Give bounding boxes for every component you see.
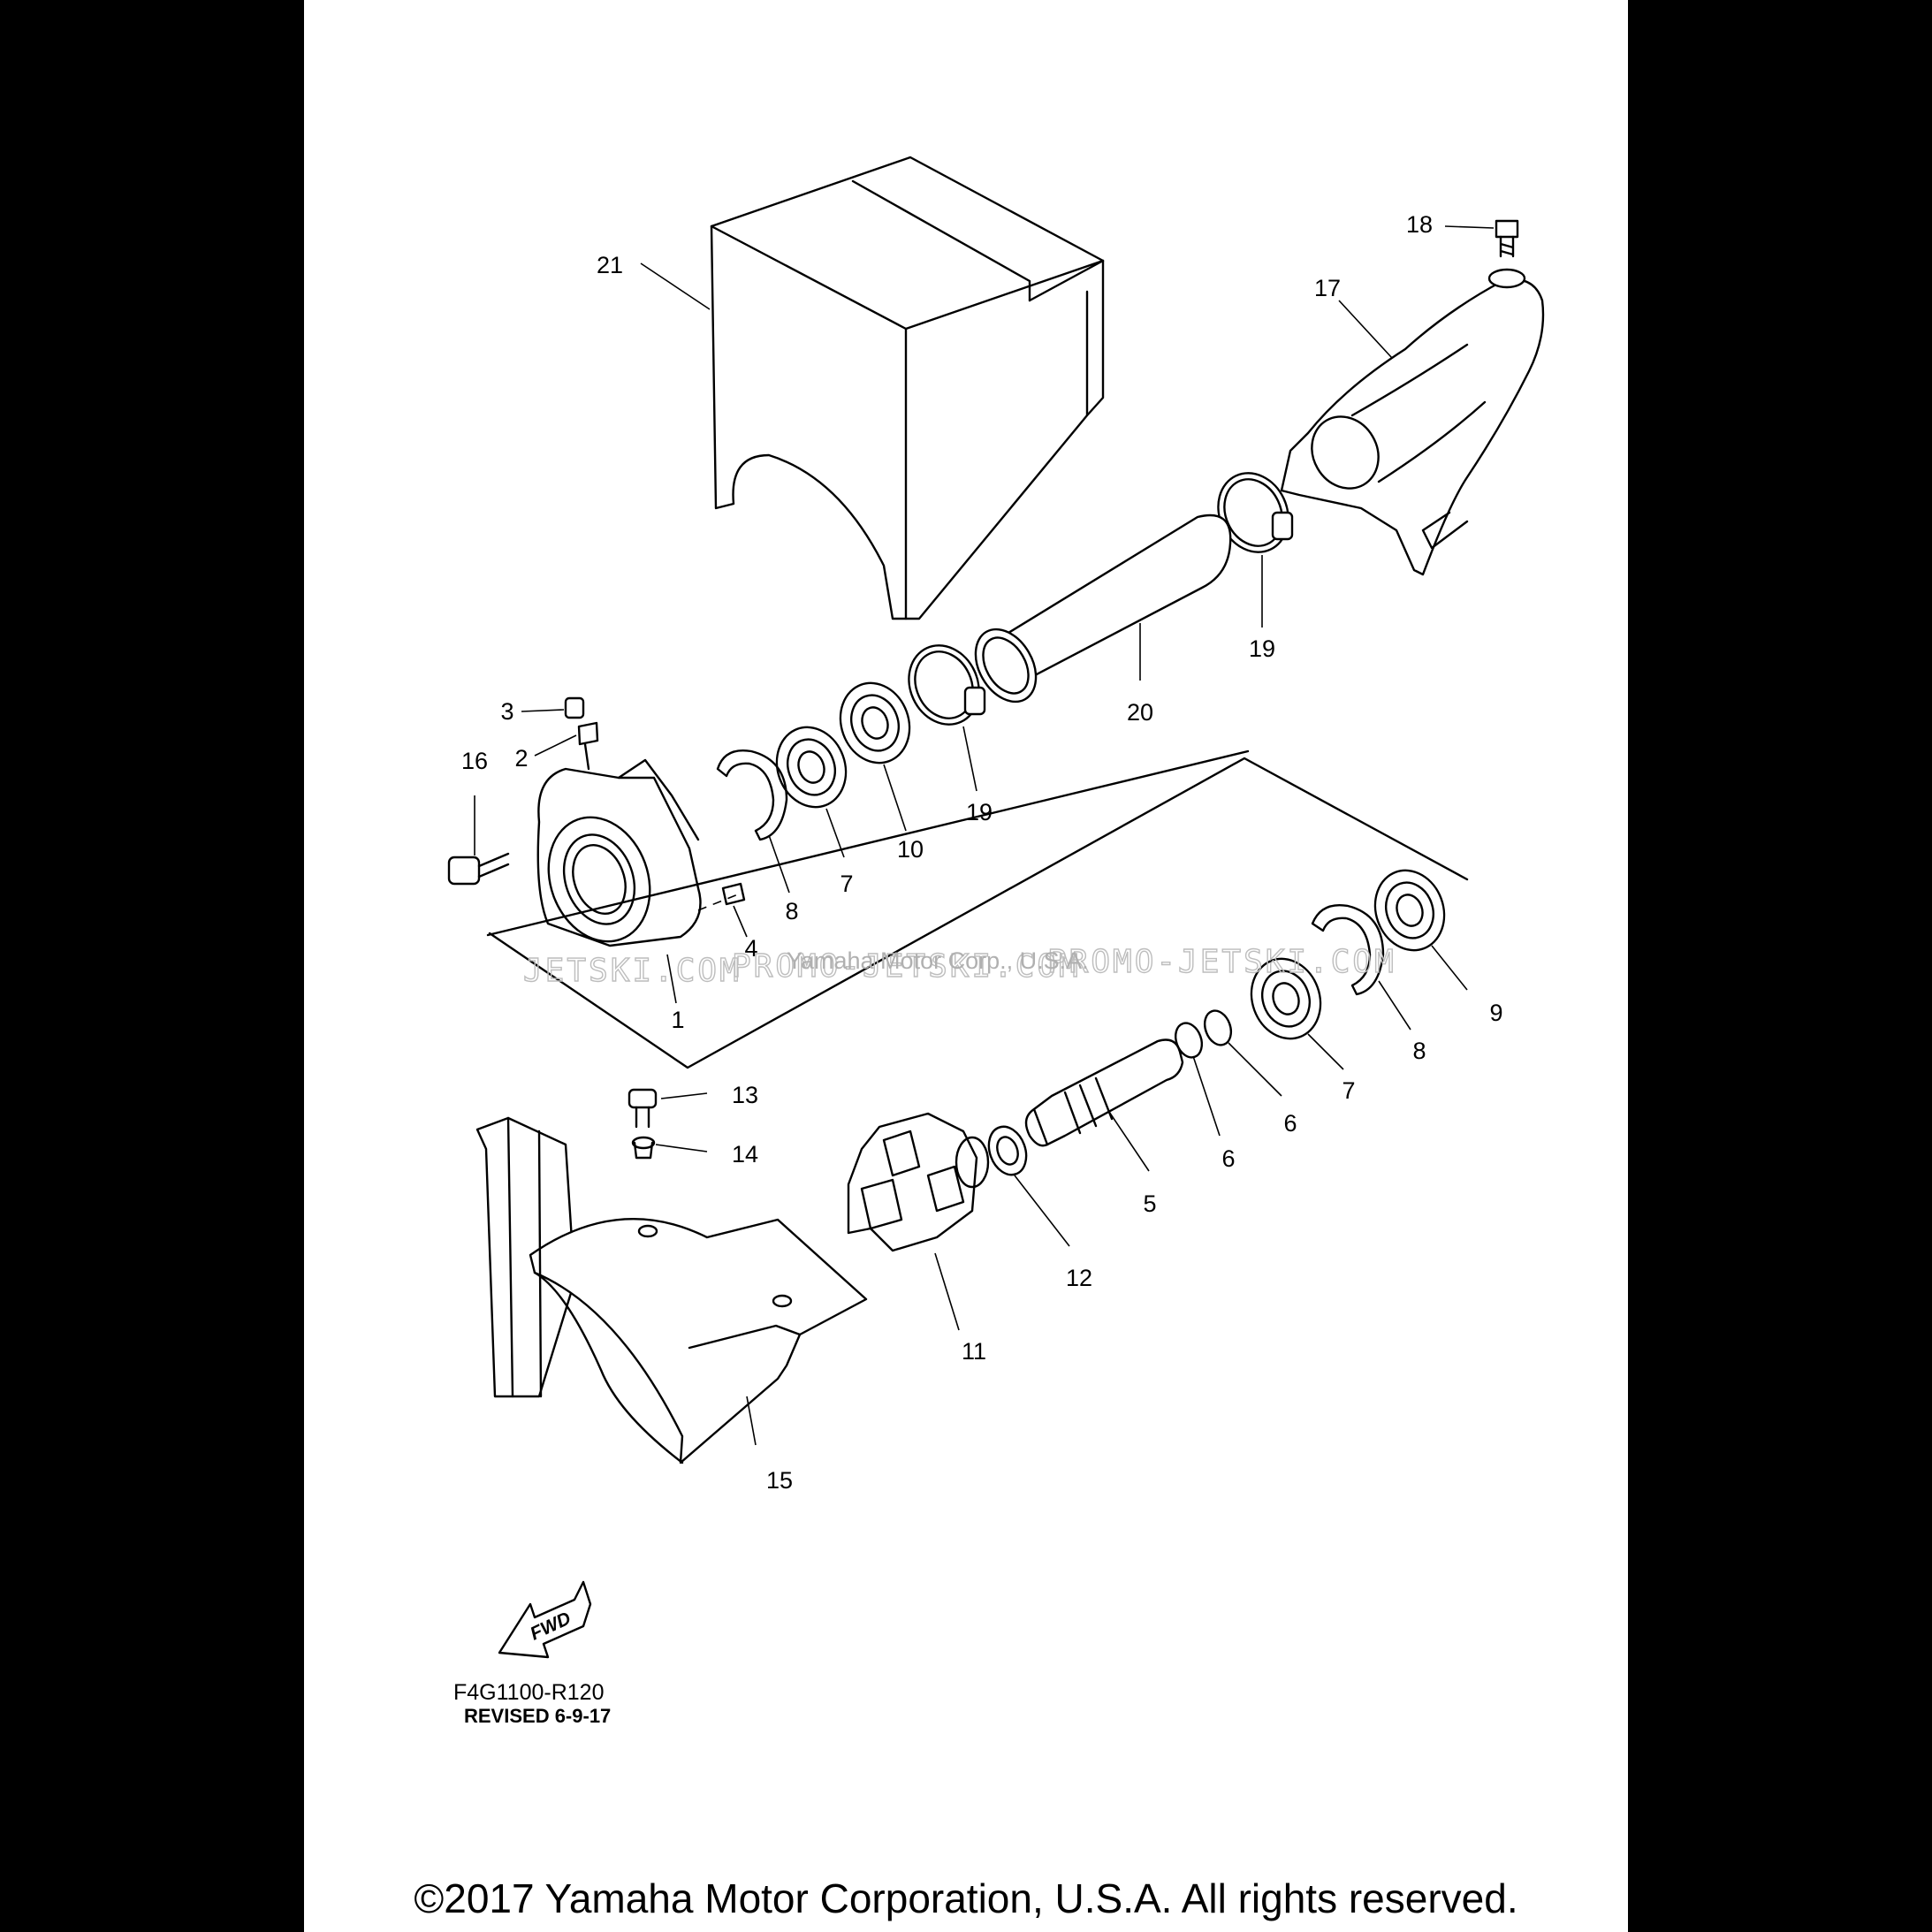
part-number-17: 17 — [1314, 275, 1341, 301]
part-number-2: 2 — [514, 745, 528, 772]
copyright-notice: ©2017 Yamaha Motor Corporation, U.S.A. A… — [414, 1875, 1517, 1921]
part-number-5: 5 — [1143, 1190, 1156, 1217]
watermark-middle: PROMO-JETSKI.COM — [732, 948, 1081, 985]
group-divider — [486, 749, 1469, 1069]
part-number-14: 14 — [732, 1141, 758, 1168]
part-number-7-lower: 7 — [1342, 1077, 1355, 1104]
clamp-19-lower-drawing — [908, 644, 986, 726]
cap-3-drawing — [564, 696, 585, 719]
watermark-left: JETSKI.COM — [523, 953, 742, 989]
part-number-9: 9 — [1489, 1000, 1502, 1026]
part-number-6-left: 6 — [1221, 1145, 1235, 1172]
washer-12-drawing — [987, 1125, 1028, 1176]
revision-note: REVISED 6-9-17 — [464, 1705, 611, 1727]
nozzle-drawing — [1280, 268, 1545, 576]
part-number-labels: 21 18 17 19 20 19 10 7 8 3 2 16 4 1 9 8 … — [461, 211, 1503, 1494]
hose-20-drawing — [974, 513, 1232, 704]
circlip-8-upper-drawing — [716, 749, 788, 841]
part-number-19-upper: 19 — [1249, 635, 1275, 662]
circlip-8-lower-drawing — [1311, 904, 1385, 996]
bolt-13-drawing — [628, 1088, 658, 1129]
part-number-11: 11 — [962, 1338, 986, 1365]
grease-nipple-2-drawing — [577, 721, 599, 771]
part-number-1: 1 — [671, 1007, 684, 1033]
bearing-9-drawing — [1373, 869, 1446, 952]
watermark-overlay: Yamaha Motor Corp., U.S.A. — [787, 947, 1089, 974]
part-number-8-lower: 8 — [1412, 1038, 1426, 1064]
watermark-right: PROMO-JETSKI.COM — [1047, 944, 1396, 980]
part-number-18: 18 — [1406, 211, 1433, 238]
diagram-code: F4G1100-R120 — [453, 1680, 604, 1705]
shaft-5-drawing — [1024, 1038, 1184, 1147]
part-number-15: 15 — [766, 1467, 793, 1494]
pin-4-drawing — [721, 882, 746, 906]
bolt-16-drawing — [447, 852, 510, 886]
part-number-8-upper: 8 — [785, 898, 798, 924]
bearing-7-lower-drawing — [1250, 957, 1322, 1040]
part-number-12: 12 — [1066, 1265, 1092, 1291]
part-number-6-right: 6 — [1283, 1110, 1297, 1137]
part-number-16: 16 — [461, 748, 488, 774]
part-number-21: 21 — [597, 252, 623, 278]
part-number-20: 20 — [1127, 699, 1153, 726]
duct-15-drawing — [475, 1116, 868, 1464]
bearing-10-drawing — [839, 681, 911, 764]
part-number-19-lower: 19 — [966, 799, 993, 825]
fwd-arrow: FWD — [498, 1580, 592, 1659]
watermark-group: JETSKI.COM PROMO-JETSKI.COM PROMO-JETSKI… — [522, 943, 1396, 989]
cover-drawing — [710, 156, 1105, 620]
collar-14-drawing — [631, 1136, 656, 1160]
part-number-10: 10 — [897, 836, 924, 863]
bolt-18-drawing — [1495, 219, 1519, 258]
coupling-11-drawing — [847, 1112, 990, 1252]
leader-lines — [474, 225, 1495, 1446]
housing-1-drawing — [536, 758, 702, 947]
bearing-7-upper-drawing — [775, 726, 848, 809]
part-number-3: 3 — [500, 698, 513, 725]
part-number-4: 4 — [744, 935, 757, 962]
part-number-7-upper: 7 — [840, 871, 853, 897]
part-number-13: 13 — [732, 1082, 758, 1108]
